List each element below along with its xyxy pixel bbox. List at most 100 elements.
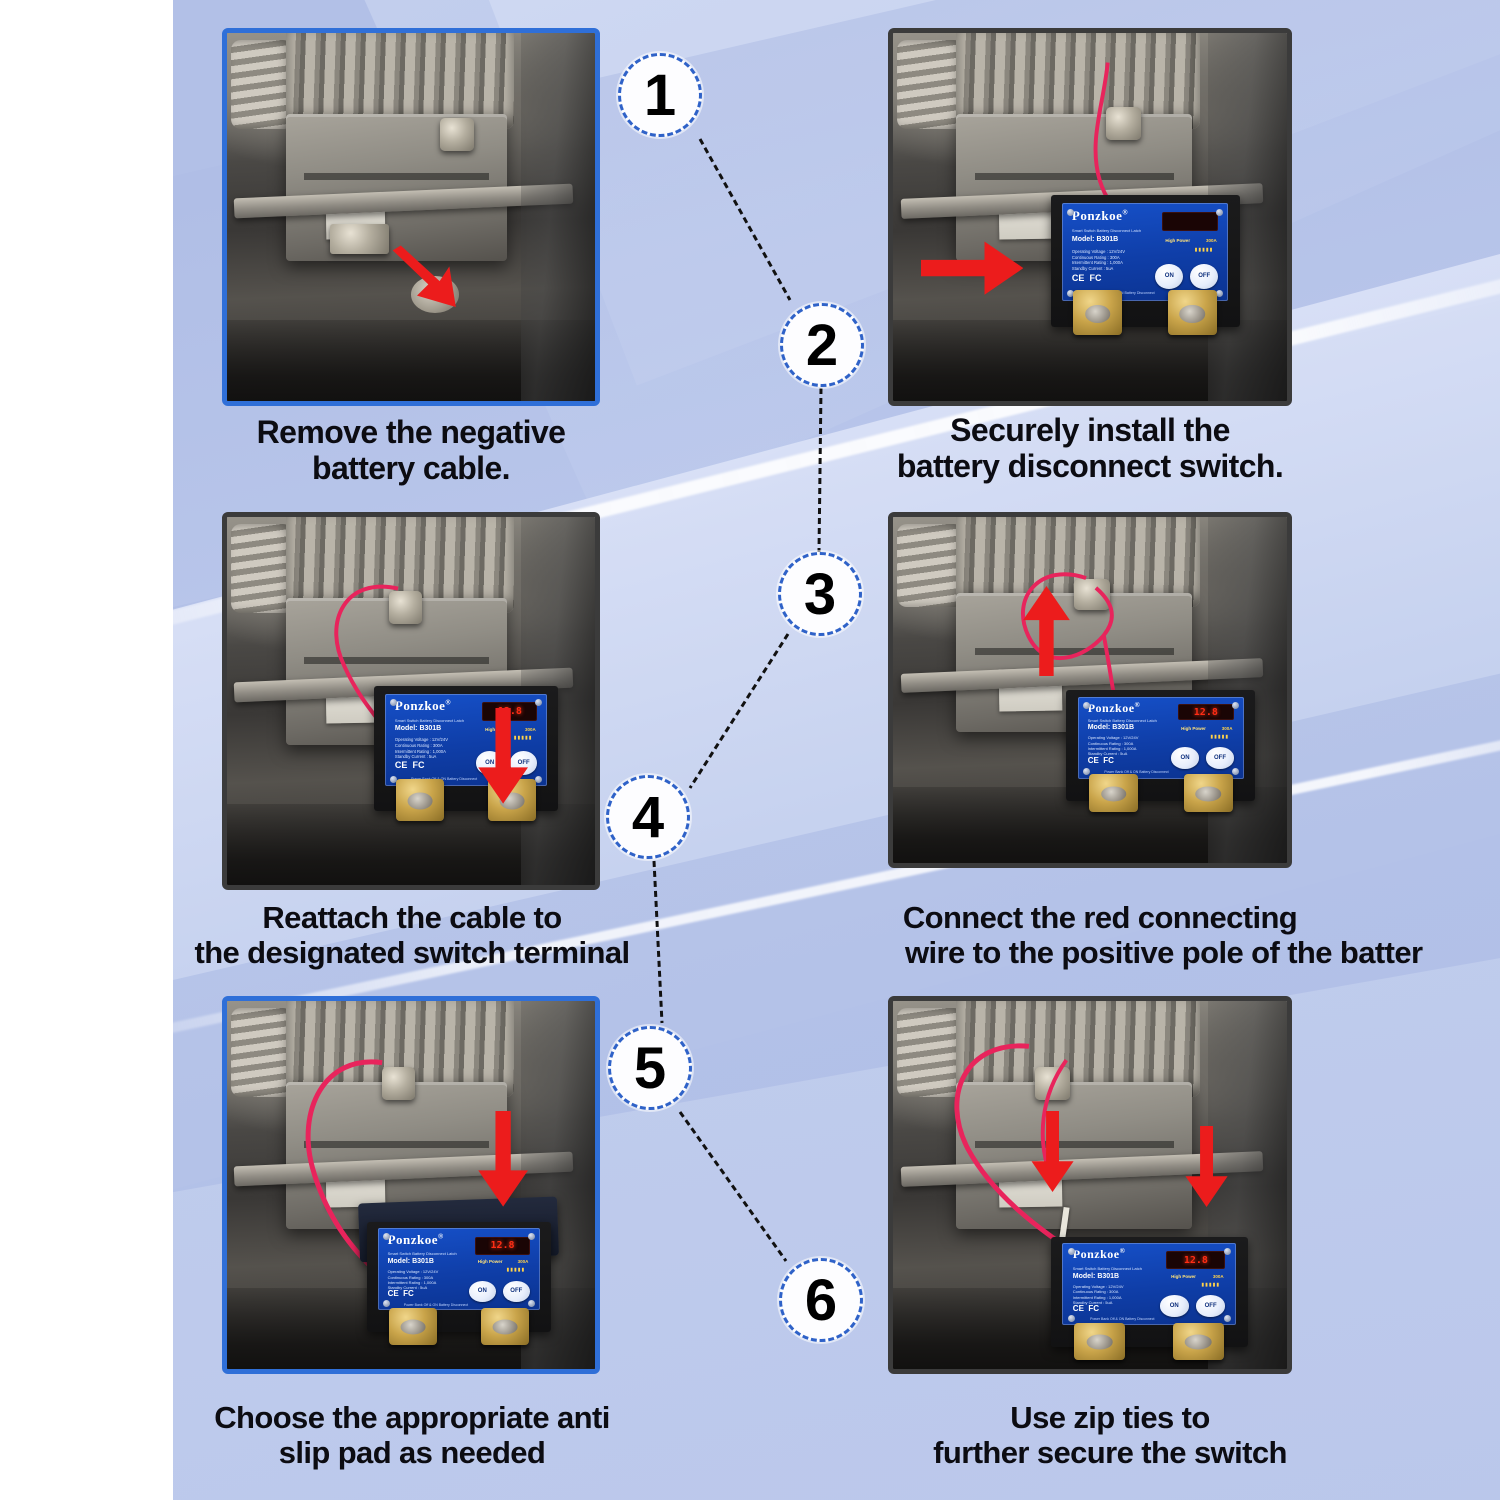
device-bars-5: ▮▮▮▮▮ xyxy=(506,1266,526,1273)
battery-disconnect-switch-2: Ponzkoe® Smart Switch Battery Disconnect… xyxy=(1050,194,1240,336)
device-voltage-display-6: 12.8 xyxy=(1166,1251,1226,1270)
device-brand-6: Ponzkoe® xyxy=(1072,1247,1126,1262)
device-subtitle-5: Smart Switch Battery Disconnect Latch xyxy=(387,1251,457,1257)
device-post-right-4 xyxy=(1183,774,1233,812)
device-high-power-label-6: High Power xyxy=(1171,1274,1196,1280)
arrow-icon-1 xyxy=(392,245,456,308)
device-high-power-value-2: 300A xyxy=(1205,238,1217,244)
device-footer-5: Power Bank Off & ON Battery Disconnect xyxy=(403,1302,469,1307)
step-caption-4: Connect the red connecting wire to the p… xyxy=(902,900,1423,971)
device-post-right-2 xyxy=(1167,290,1218,336)
step-badge-4[interactable]: 4 xyxy=(606,775,690,859)
step-badge-2[interactable]: 2 xyxy=(780,303,864,387)
device-footer-6: Power Bank Off & ON Battery Disconnect xyxy=(1090,1317,1155,1322)
arrow-icon-5 xyxy=(478,1111,528,1208)
device-post-left-5 xyxy=(388,1307,437,1346)
device-subtitle-4: Smart Switch Battery Disconnect Latch xyxy=(1087,717,1157,723)
device-high-power-value-4: 300A xyxy=(1221,726,1233,732)
device-on-button-4[interactable]: ON xyxy=(1170,747,1200,769)
arrow-icon-6a xyxy=(1031,1111,1074,1193)
device-cert-5: CE FC xyxy=(387,1288,414,1298)
device-post-left-6 xyxy=(1074,1322,1126,1361)
photo-engine-bay-2: Ponzkoe® Smart Switch Battery Disconnect… xyxy=(893,33,1287,401)
device-model-5: Model: B301B xyxy=(387,1257,434,1265)
device-high-power-label-4: High Power xyxy=(1181,726,1206,732)
device-on-button-2[interactable]: ON xyxy=(1155,263,1184,290)
device-subtitle-3: Smart Switch Battery Disconnect Latch xyxy=(394,717,465,723)
device-off-button-4[interactable]: OFF xyxy=(1205,747,1235,769)
photo-engine-bay-3: Ponzkoe® Smart Switch Battery Disconnect… xyxy=(227,517,595,885)
battery-disconnect-switch-4: Ponzkoe® Smart Switch Battery Disconnect… xyxy=(1066,690,1256,812)
device-brand-2: Ponzkoe® xyxy=(1071,207,1129,223)
device-bars-4: ▮▮▮▮▮ xyxy=(1210,733,1230,740)
device-on-button-6[interactable]: ON xyxy=(1159,1295,1189,1317)
photo-engine-bay-4: Ponzkoe® Smart Switch Battery Disconnect… xyxy=(893,517,1287,863)
device-voltage-display-5: 12.8 xyxy=(475,1236,531,1255)
device-bars-6: ▮▮▮▮▮ xyxy=(1201,1281,1221,1288)
device-brand-3: Ponzkoe® xyxy=(394,698,452,714)
device-model-6: Model: B301B xyxy=(1072,1272,1120,1280)
step-photo-3: Ponzkoe® Smart Switch Battery Disconnect… xyxy=(222,512,600,890)
step-photo-1 xyxy=(222,28,600,406)
device-brand-5: Ponzkoe® xyxy=(387,1232,444,1248)
device-subtitle-6: Smart Switch Battery Disconnect Latch xyxy=(1072,1265,1142,1271)
device-cert-3: CE FC xyxy=(394,760,425,771)
device-off-button-6[interactable]: OFF xyxy=(1195,1295,1226,1317)
device-high-power-value-5: 300A xyxy=(517,1259,529,1265)
device-high-power-value-3: 300A xyxy=(525,727,536,733)
step-caption-2: Securely install the battery disconnect … xyxy=(896,412,1284,485)
device-model-4: Model: B301B xyxy=(1087,724,1134,732)
battery-disconnect-switch-6: Ponzkoe® Smart Switch Battery Disconnect… xyxy=(1050,1236,1248,1361)
photo-engine-bay-5: Ponzkoe® Smart Switch Battery Disconnect… xyxy=(227,1001,595,1369)
device-off-button-5[interactable]: OFF xyxy=(502,1280,531,1302)
arrow-icon-4 xyxy=(1023,586,1071,677)
arrow-icon-2 xyxy=(920,241,1024,296)
step-caption-3: Reattach the cable to the designated swi… xyxy=(194,900,630,971)
device-model-2: Model: B301B xyxy=(1071,236,1119,244)
arrow-icon-6b xyxy=(1185,1126,1228,1208)
device-brand-4: Ponzkoe® xyxy=(1087,700,1141,715)
device-model-3: Model: B301B xyxy=(394,725,442,733)
device-voltage-display-4: 12.8 xyxy=(1177,704,1235,721)
device-post-left-2 xyxy=(1073,290,1123,336)
device-footer-3: Power Bank Off & ON Battery Disconnect xyxy=(411,777,478,782)
step-photo-5: Ponzkoe® Smart Switch Battery Disconnect… xyxy=(222,996,600,1374)
red-connecting-wire-5 xyxy=(305,1059,383,1274)
photo-engine-bay-6: Ponzkoe® Smart Switch Battery Disconnect… xyxy=(893,1001,1287,1369)
device-on-button-5[interactable]: ON xyxy=(468,1280,497,1302)
device-post-right-5 xyxy=(480,1307,529,1346)
step-badge-1[interactable]: 1 xyxy=(618,53,702,137)
device-high-power-label-5: High Power xyxy=(477,1259,503,1265)
device-off-button-2[interactable]: OFF xyxy=(1190,263,1219,290)
step-photo-6: Ponzkoe® Smart Switch Battery Disconnect… xyxy=(888,996,1292,1374)
step-badge-3[interactable]: 3 xyxy=(778,552,862,636)
device-post-left-4 xyxy=(1089,774,1139,812)
device-voltage-display-2 xyxy=(1161,211,1219,232)
device-post-left-3 xyxy=(396,778,445,822)
device-high-power-label-2: High Power xyxy=(1165,238,1191,244)
battery-disconnect-switch-5: Ponzkoe® Smart Switch Battery Disconnect… xyxy=(366,1221,551,1346)
step-photo-4: Ponzkoe® Smart Switch Battery Disconnect… xyxy=(888,512,1292,868)
device-subtitle-2: Smart Switch Battery Disconnect Latch xyxy=(1071,228,1142,234)
device-footer-4: Power Bank Off & ON Battery Disconnect xyxy=(1104,770,1169,775)
device-post-right-6 xyxy=(1172,1322,1224,1361)
device-high-power-value-6: 300A xyxy=(1212,1274,1224,1280)
device-cert-4: CE FC xyxy=(1087,755,1114,765)
device-bars-3: ▮▮▮▮▮ xyxy=(513,735,533,742)
photo-engine-bay-1 xyxy=(227,33,595,401)
device-bars-2: ▮▮▮▮▮ xyxy=(1194,246,1214,253)
device-cert-6: CE FC xyxy=(1072,1303,1100,1313)
device-cert-2: CE FC xyxy=(1071,273,1102,284)
step-badge-5[interactable]: 5 xyxy=(608,1026,692,1110)
arrow-icon-3 xyxy=(478,708,528,805)
step-caption-6: Use zip ties to further secure the switc… xyxy=(933,1400,1287,1471)
step-caption-1: Remove the negative battery cable. xyxy=(256,414,566,487)
step-badge-6[interactable]: 6 xyxy=(779,1258,863,1342)
step-caption-5: Choose the appropriate anti slip pad as … xyxy=(214,1400,610,1471)
